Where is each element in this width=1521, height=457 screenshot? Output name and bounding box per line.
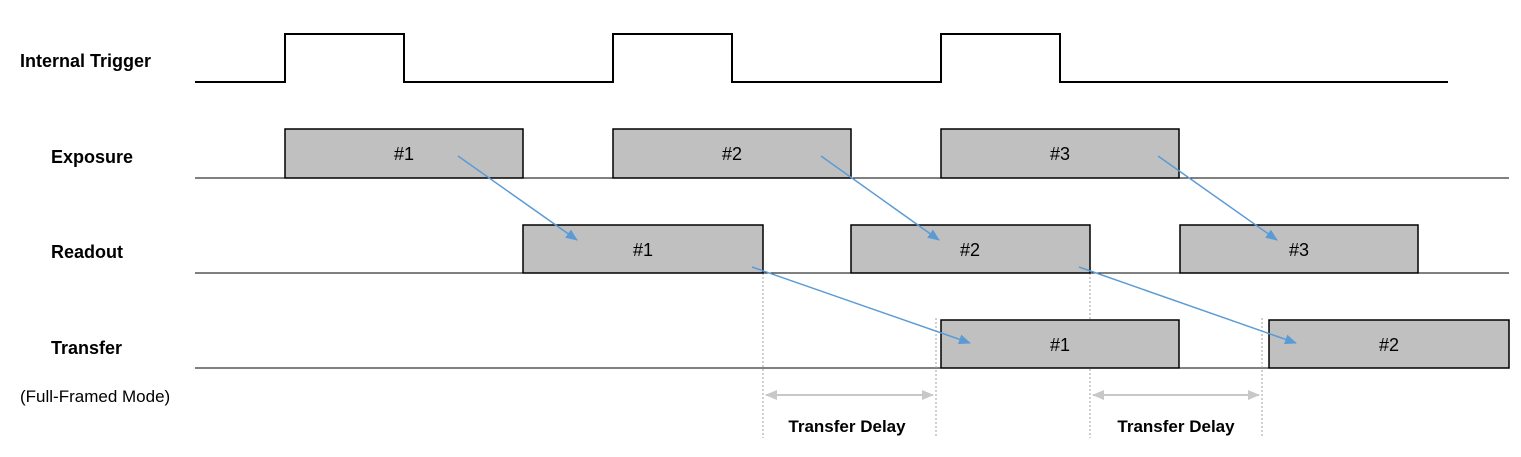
exposure-to-readout-arrow [1157, 155, 1278, 241]
readout-to-transfer-arrow [1078, 266, 1297, 345]
transfer-block-1: #1 [940, 319, 1180, 369]
exposure-to-readout-arrow [820, 155, 940, 241]
transfer-block-label: #1 [1050, 335, 1070, 355]
readout-label: Readout [51, 242, 123, 262]
readout-block-1: #1 [522, 224, 764, 274]
readout-block-3: #3 [1179, 224, 1419, 274]
exposure-block-1: #1 [284, 128, 524, 179]
exposure-block-2: #2 [612, 128, 852, 179]
transfer-label: Transfer [51, 338, 122, 358]
transfer-block-label: #2 [1379, 335, 1399, 355]
readout-block-label: #3 [1289, 240, 1309, 260]
exposure-label: Exposure [51, 147, 133, 167]
readout-block-label: #2 [960, 240, 980, 260]
exposure-block-label: #2 [722, 144, 742, 164]
transfer-delay-label: Transfer Delay [788, 417, 906, 436]
transfer-delay-label: Transfer Delay [1117, 417, 1235, 436]
exposure-block-label: #1 [394, 144, 414, 164]
readout-block-label: #1 [633, 240, 653, 260]
exposure-to-readout-arrow [457, 155, 578, 241]
mode-label: (Full-Framed Mode) [20, 387, 170, 406]
transfer-block-2: #2 [1268, 319, 1510, 369]
trigger-waveform [195, 33, 1448, 83]
readout-to-transfer-arrow [751, 266, 971, 345]
exposure-block-3: #3 [940, 128, 1180, 179]
internal-trigger-label: Internal Trigger [20, 51, 151, 71]
exposure-block-label: #3 [1050, 144, 1070, 164]
readout-block-2: #2 [850, 224, 1091, 274]
